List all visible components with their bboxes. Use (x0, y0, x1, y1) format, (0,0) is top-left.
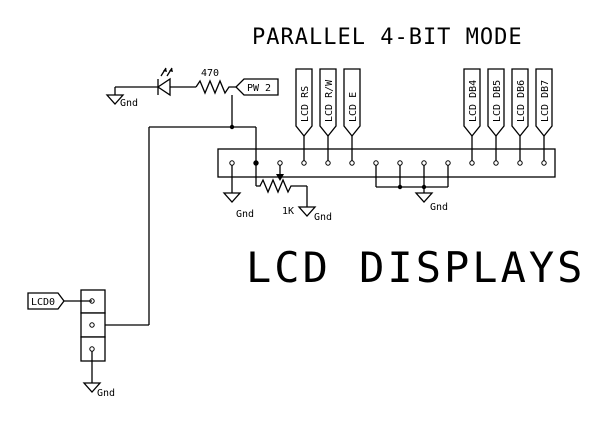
svg-text:PW 2: PW 2 (247, 83, 271, 94)
lcd-connector (217, 148, 556, 178)
signal-tag-db4: LCD DB4 (463, 68, 481, 161)
main-label: LCD DISPLAYS (246, 243, 585, 292)
svg-text:Gnd: Gnd (97, 388, 115, 399)
svg-text:Gnd: Gnd (314, 212, 332, 223)
svg-text:Gnd: Gnd (430, 202, 448, 213)
ground-bus-data-pins: Gnd (375, 165, 449, 213)
signal-tag-e: LCD E (343, 68, 361, 161)
signal-tag-rs: LCD RS (295, 68, 313, 161)
ground-symbol-input: Gnd (82, 351, 115, 399)
signal-tag-rw: LCD R/W (319, 68, 337, 161)
svg-text:LCD E: LCD E (348, 92, 359, 122)
led-symbol (115, 67, 196, 97)
signal-tag-db7: LCD DB7 (535, 68, 553, 161)
diagram-title: PARALLEL 4-BIT MODE (252, 25, 523, 50)
svg-text:LCD RS: LCD RS (300, 86, 311, 122)
svg-text:Gnd: Gnd (120, 98, 138, 109)
svg-text:LCD DB7: LCD DB7 (540, 80, 551, 122)
resistor-470: 470 (195, 68, 236, 95)
supply-wiring (92, 95, 259, 326)
contrast-potentiometer: 1K (255, 165, 307, 217)
signal-tag-db6: LCD DB6 (511, 68, 529, 161)
input-connector (80, 289, 106, 362)
lcd0-tag: LCD0 (27, 292, 92, 310)
svg-text:470: 470 (201, 68, 219, 79)
ground-symbol-pot: Gnd (297, 186, 332, 223)
connector-pins (229, 160, 547, 166)
ground-symbol-pin1: Gnd (222, 165, 254, 220)
svg-text:Gnd: Gnd (236, 209, 254, 220)
svg-text:1K: 1K (282, 206, 294, 217)
svg-text:LCD DB4: LCD DB4 (468, 80, 479, 122)
svg-text:LCD DB5: LCD DB5 (492, 80, 503, 122)
signal-tag-db5: LCD DB5 (487, 68, 505, 161)
ground-symbol-led: Gnd (105, 87, 138, 109)
power-tag: PW 2 (235, 78, 279, 96)
svg-text:LCD DB6: LCD DB6 (516, 80, 527, 122)
svg-text:LCD0: LCD0 (31, 297, 55, 308)
svg-text:LCD R/W: LCD R/W (324, 79, 335, 122)
